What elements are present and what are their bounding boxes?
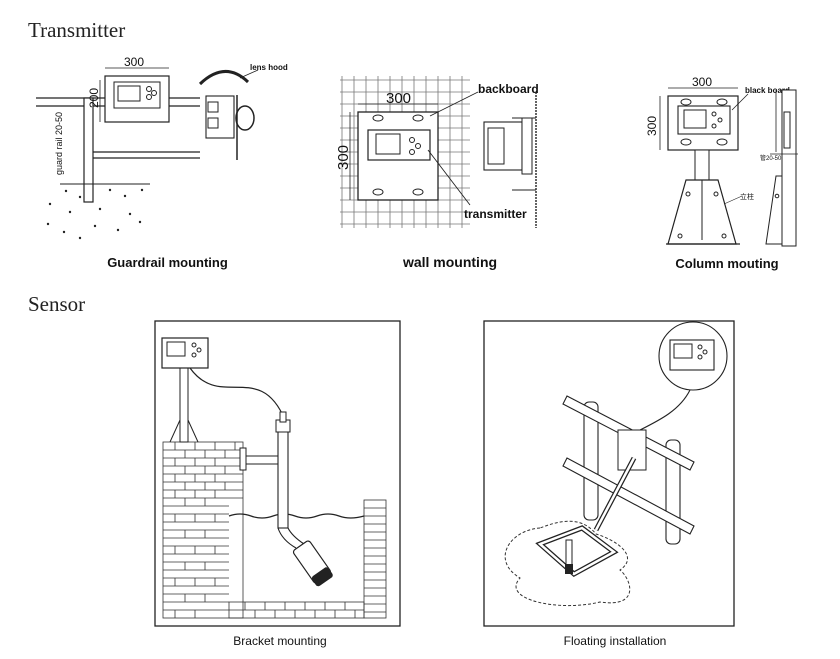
column-mounting-caption: Column mouting: [675, 256, 779, 271]
wall-width-dimension: 300: [386, 90, 411, 107]
wall-mounting-caption: wall mounting: [402, 254, 498, 270]
guardrail-width-dimension: 300: [124, 55, 144, 69]
guardrail-mounting-caption: Guardrail mounting: [107, 255, 228, 270]
guardrail-height-dimension: 200: [87, 88, 101, 108]
column-width-dimension: 300: [692, 75, 712, 89]
backboard-label: backboard: [478, 82, 539, 96]
bracket-mounting-caption: Bracket mounting: [233, 634, 327, 648]
black-board-label: black board: [745, 86, 790, 95]
floating-installation-caption: Floating installation: [563, 634, 667, 648]
sensor-section-title: Sensor: [28, 292, 86, 316]
wall-height-dimension: 300: [335, 145, 352, 170]
transmitter-label: transmitter: [464, 207, 527, 221]
lens-hood-label: lens hood: [250, 63, 288, 72]
column-height-dimension: 300: [645, 116, 659, 136]
post-label: 立柱: [740, 192, 754, 201]
transmitter-section-title: Transmitter: [28, 18, 126, 42]
pipe-size-label: 管20-50: [760, 154, 782, 162]
guard-rail-label: guard rail 20-50: [54, 112, 64, 175]
